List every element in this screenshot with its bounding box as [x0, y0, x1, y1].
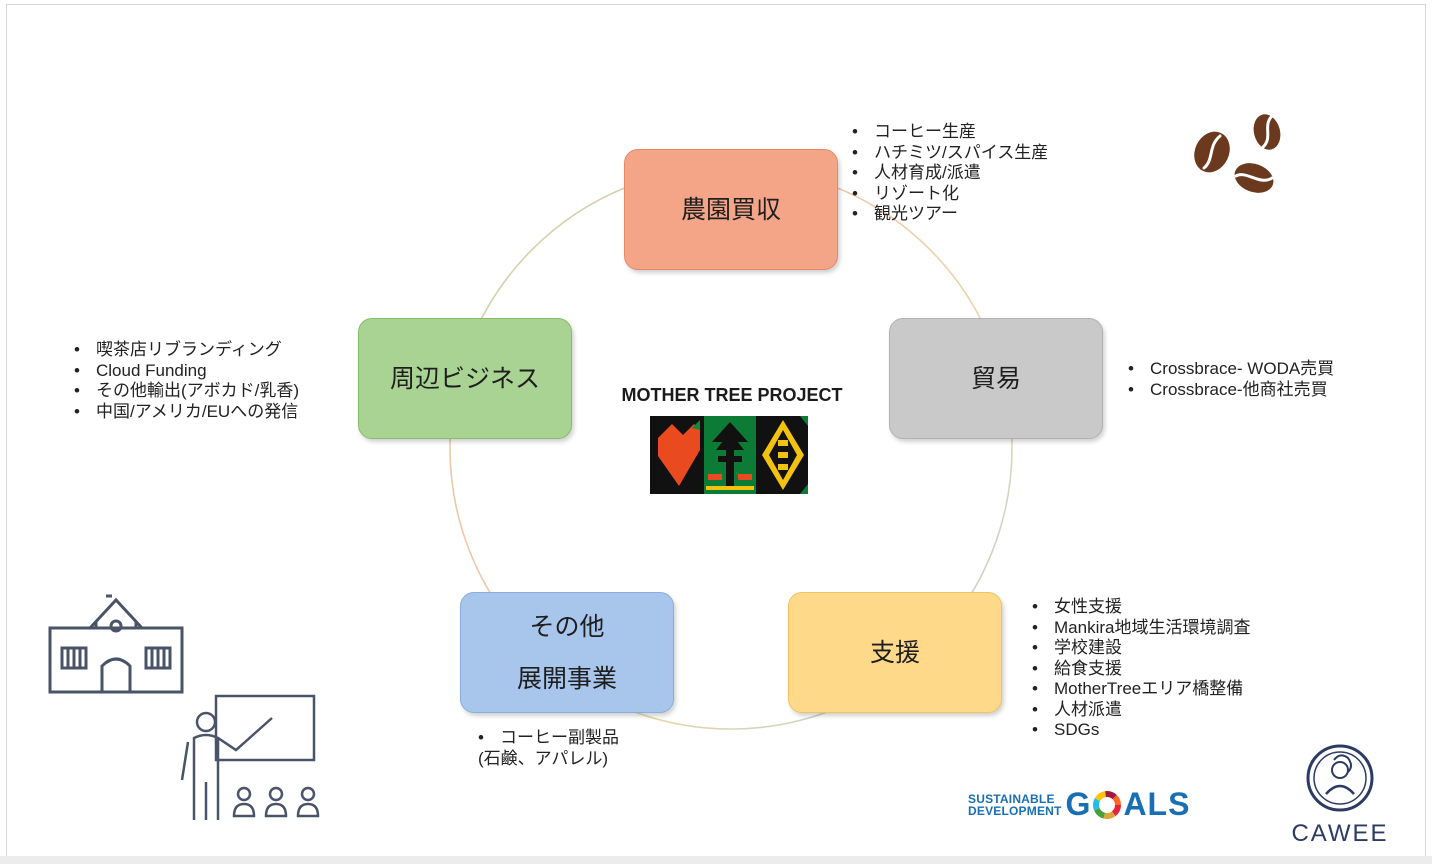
list-item: 人材派遣 [1032, 700, 1250, 721]
sdg-letter-g: G [1065, 786, 1092, 822]
other-list: コーヒー副製品 (石鹸、アパレル) [478, 728, 619, 769]
list-item: SDGs [1032, 720, 1250, 741]
sdg-letters-als: ALS [1123, 786, 1191, 822]
list-subtext: (石鹸、アパレル) [478, 748, 608, 768]
list-item: コーヒー生産 [852, 122, 1048, 143]
mother-tree-logo-icon [650, 416, 808, 494]
sdg-goals-word: G ALS [1066, 786, 1191, 823]
list-item: Cloud Funding [74, 361, 299, 382]
node-other-label-1: その他 [529, 611, 605, 641]
list-item: リゾート化 [852, 184, 1048, 205]
list-item: Crossbrace-他商社売買 [1128, 380, 1334, 401]
sdg-line1: SUSTAINABLE [968, 791, 1055, 806]
bottom-strip [0, 856, 1432, 864]
node-peripheral-label: 周辺ビジネス [389, 363, 540, 393]
sdg-logo: SUSTAINABLE DEVELOPMENT G ALS [968, 786, 1190, 823]
list-item: コーヒー副製品 [478, 728, 619, 749]
list-item: 人材育成/派遣 [852, 163, 1048, 184]
coffee-beans-icon [1194, 114, 1281, 193]
list-item: Mankira地域生活環境調査 [1032, 618, 1251, 639]
teacher-classroom-icon [180, 694, 320, 820]
list-item: 女性支援 [1032, 597, 1250, 618]
node-peripheral-business[interactable]: 周辺ビジネス [358, 318, 572, 439]
node-support[interactable]: 支援 [788, 592, 1002, 713]
sdg-line2: DEVELOPMENT [968, 803, 1062, 818]
farm-list: コーヒー生産 ハチミツ/スパイス生産 人材育成/派遣 リゾート化 観光ツアー [852, 122, 1048, 225]
list-item: 給食支援 [1032, 659, 1250, 680]
list-item: ハチミツ/スパイス生産 [852, 143, 1048, 164]
list-item: 観光ツアー [852, 204, 1048, 225]
list-item: Crossbrace- WODA売買 [1128, 359, 1334, 380]
trade-list: Crossbrace- WODA売買 Crossbrace-他商社売買 [1128, 359, 1334, 400]
node-farm-acquisition[interactable]: 農園買収 [624, 149, 838, 270]
cawee-logo: CAWEE [1280, 742, 1400, 848]
support-list: 女性支援 Mankira地域生活環境調査 学校建設 給食支援 MotherTre… [1032, 597, 1251, 741]
node-other-label-2: 展開事業 [516, 663, 617, 693]
node-support-label: 支援 [869, 637, 920, 667]
school-building-icon [48, 594, 184, 694]
cawee-text: CAWEE [1291, 820, 1389, 847]
list-item: 中国/アメリカ/EUへの発信 [74, 402, 299, 423]
list-item: その他輸出(アボカド/乳香) [74, 381, 299, 402]
cawee-emblem-icon [1306, 744, 1374, 812]
node-other-business[interactable]: その他 展開事業 [460, 592, 674, 713]
project-title: MOTHER TREE PROJECT [621, 385, 843, 405]
sdg-wheel-icon [1093, 790, 1122, 819]
list-item: 学校建設 [1032, 638, 1250, 659]
node-farm-label: 農園買収 [680, 194, 781, 224]
list-item: MotherTreeエリア橋整備 [1032, 679, 1250, 700]
peripheral-list: 喫茶店リブランディング Cloud Funding その他輸出(アボカド/乳香)… [74, 340, 299, 422]
node-trade[interactable]: 貿易 [889, 318, 1103, 439]
list-item: 喫茶店リブランディング [74, 340, 299, 361]
sdg-logo-small-text: SUSTAINABLE DEVELOPMENT [968, 793, 1062, 817]
node-trade-label: 貿易 [970, 363, 1021, 393]
